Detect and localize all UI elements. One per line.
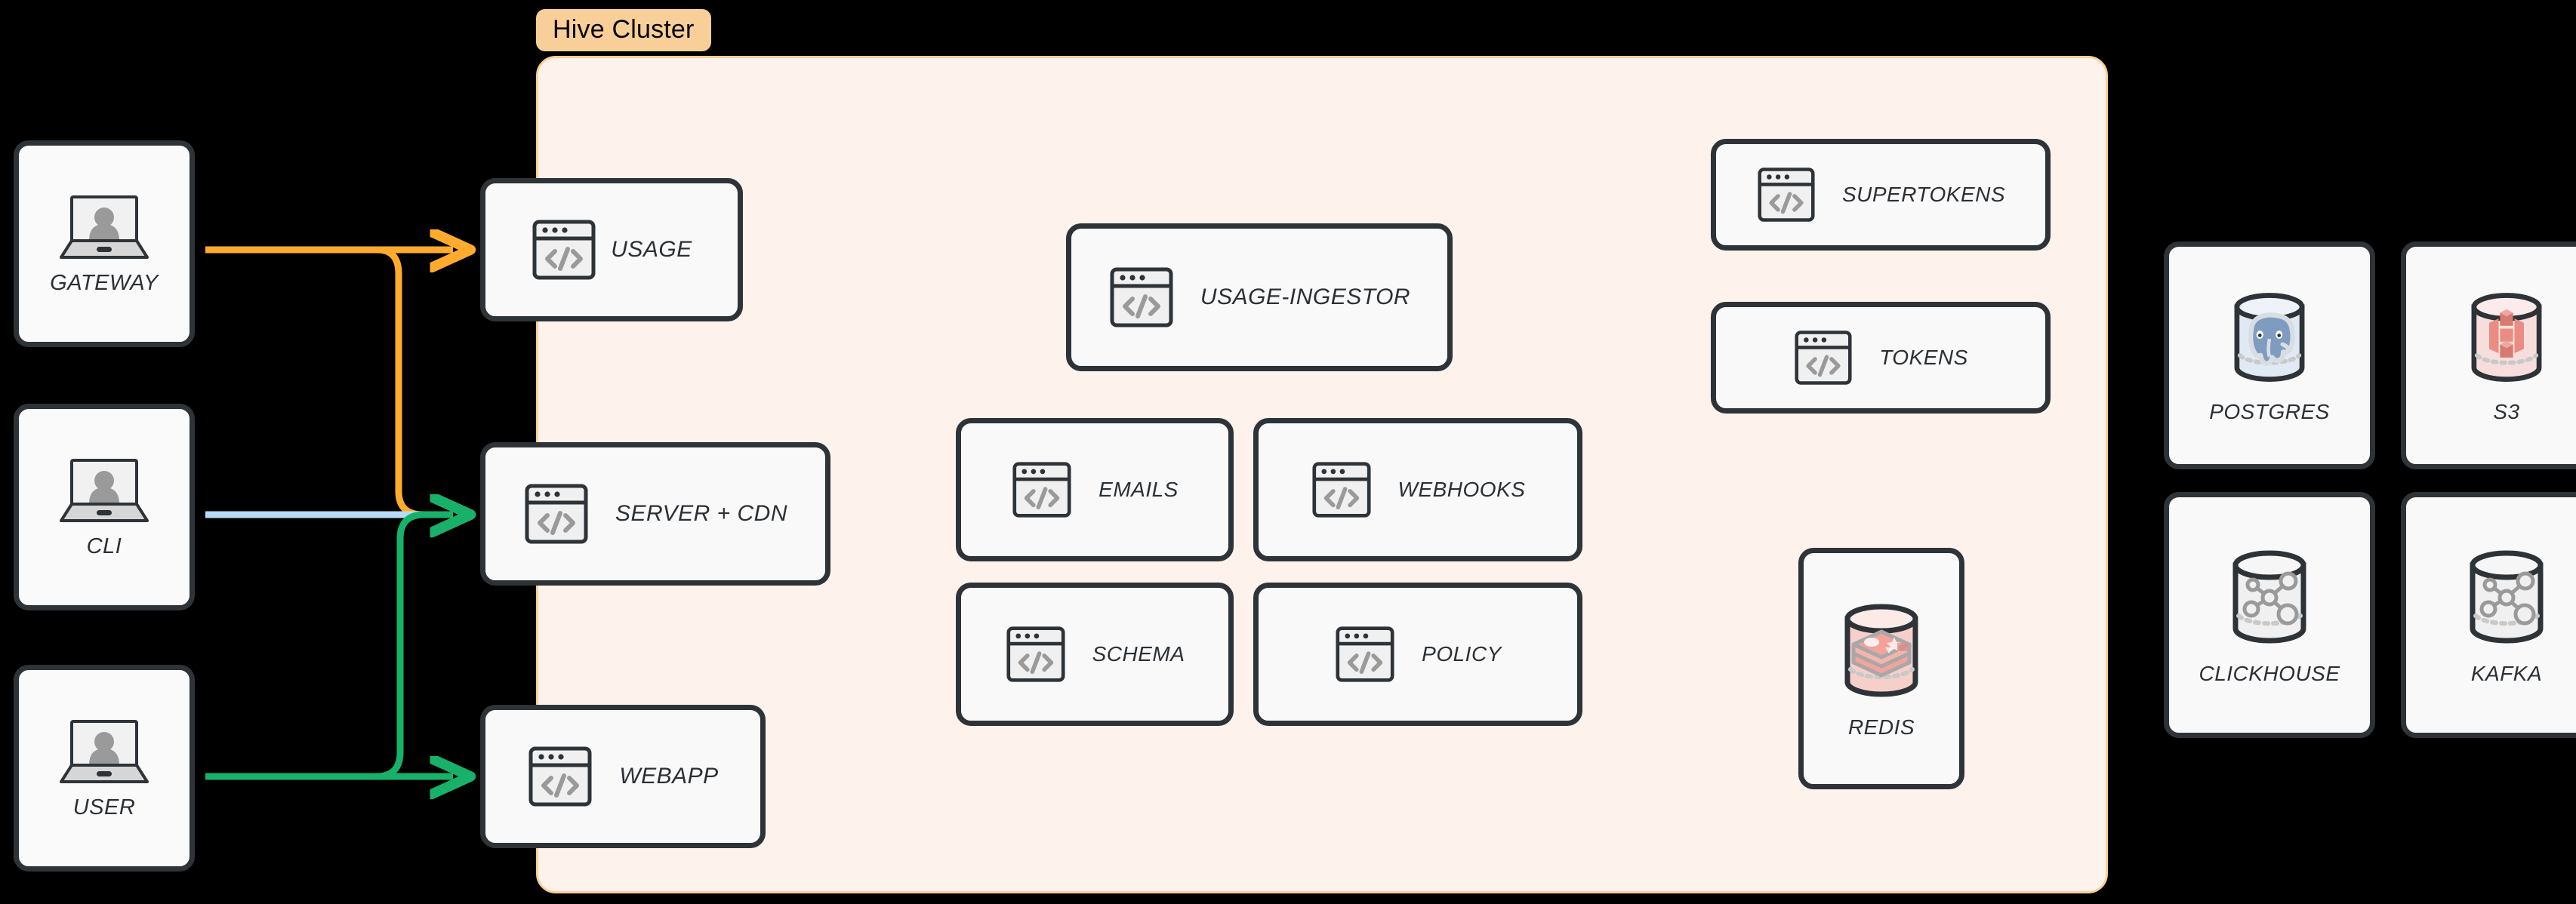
code-window-icon (523, 482, 590, 546)
code-window-icon (1311, 460, 1373, 519)
code-window-icon (1108, 266, 1175, 329)
node-label: S3 (2493, 400, 2520, 423)
node-label: SCHEMA (1092, 642, 1185, 666)
node-clickhouse[interactable]: CLICKHOUSE (2164, 492, 2375, 738)
node-usage[interactable]: USAGE (480, 178, 743, 321)
hive-cluster-badge: Hive Cluster (536, 9, 711, 51)
node-label: KAFKA (2470, 662, 2543, 685)
node-label: TOKENS (1879, 346, 1968, 369)
node-webapp[interactable]: WEBAPP (480, 705, 766, 848)
node-label: CLI (86, 533, 122, 558)
node-schema[interactable]: SCHEMA (956, 583, 1234, 726)
code-window-icon (1793, 329, 1853, 386)
node-gateway[interactable]: GATEWAY (14, 140, 195, 347)
laptop-user-icon (56, 192, 153, 263)
node-label: USAGE-INGESTOR (1200, 284, 1411, 309)
node-emails[interactable]: EMAILS (956, 418, 1234, 561)
code-window-icon (1005, 625, 1067, 684)
clickhouse-database-icon (2216, 544, 2323, 651)
node-tokens[interactable]: TOKENS (1711, 302, 2051, 414)
node-label: SUPERTOKENS (1841, 183, 2006, 206)
redis-database-icon (1828, 598, 1935, 705)
node-label: REDIS (1847, 715, 1915, 739)
node-kafka[interactable]: KAFKA (2401, 492, 2576, 738)
postgres-database-icon (2216, 287, 2323, 389)
node-usage-ingestor[interactable]: USAGE-INGESTOR (1066, 223, 1453, 371)
node-supertokens[interactable]: SUPERTOKENS (1711, 139, 2051, 251)
wire-gateway-to-server (205, 246, 453, 515)
laptop-user-icon (56, 717, 153, 788)
node-label: EMAILS (1098, 478, 1179, 501)
node-webhooks[interactable]: WEBHOOKS (1253, 418, 1582, 561)
code-window-icon (1756, 166, 1816, 223)
node-label: USER (72, 795, 136, 819)
node-label: SERVER + CDN (615, 501, 787, 526)
s3-database-icon (2453, 287, 2560, 389)
node-label: USAGE (611, 237, 692, 262)
node-redis[interactable]: REDIS (1798, 548, 1964, 789)
node-user[interactable]: USER (14, 665, 195, 872)
code-window-icon (1334, 625, 1396, 684)
node-cli[interactable]: CLI (14, 404, 195, 610)
laptop-user-icon (56, 456, 153, 527)
node-server-cdn[interactable]: SERVER + CDN (480, 442, 830, 586)
node-policy[interactable]: POLICY (1253, 583, 1582, 726)
node-label: POSTGRES (2209, 400, 2330, 423)
kafka-database-icon (2453, 544, 2560, 651)
wire-user-to-server (205, 515, 453, 780)
node-label: CLICKHOUSE (2199, 662, 2340, 685)
code-window-icon (527, 745, 593, 808)
code-window-icon (531, 218, 597, 281)
node-label: GATEWAY (50, 270, 159, 295)
node-s3[interactable]: S3 (2401, 241, 2576, 469)
node-label: WEBAPP (619, 764, 719, 789)
node-label: POLICY (1422, 642, 1502, 666)
node-postgres[interactable]: POSTGRES (2164, 241, 2375, 469)
node-label: WEBHOOKS (1397, 478, 1526, 501)
code-window-icon (1011, 460, 1073, 519)
